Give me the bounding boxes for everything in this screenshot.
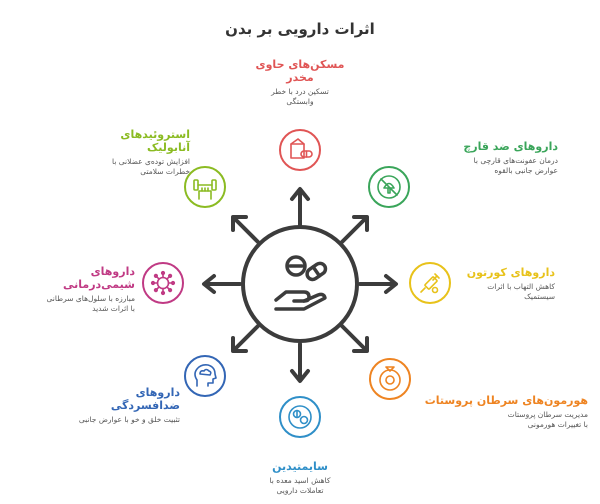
item-title-line: استروئیدهای [120, 128, 190, 141]
item-node-analgesic [279, 129, 321, 171]
item-description-line: خطرات سلامتی [140, 167, 190, 176]
pill-box-icon [290, 138, 313, 159]
item-title-line: مسکن‌های حاوی [255, 58, 345, 71]
syringe-icon [420, 273, 440, 294]
pills-in-hand-icon [274, 255, 328, 311]
item-circle [184, 355, 226, 397]
item-circle [184, 166, 226, 208]
item-description-line: مدیریت سرطان پروستات [507, 410, 588, 419]
item-description-line: با تغییرات هورمونی [527, 420, 588, 429]
item-title-line: سایمتیدین [272, 460, 328, 473]
item-label-prostate: هورمون‌های سرطان پروستات مدیریت سرطان پرو… [418, 394, 588, 430]
item-description-line: درمان عفونت‌های قارچی با [473, 156, 558, 165]
hormone-icon [379, 366, 401, 391]
center-hub [202, 187, 398, 383]
item-title-line: ضدافسردگی [110, 399, 180, 412]
item-description-line: سیستمیک [524, 292, 555, 301]
item-title: هورمون‌های سرطان پروستات [418, 394, 588, 407]
item-node-steroid [184, 166, 226, 208]
item-node-antacid [279, 396, 321, 438]
head-cloud-icon [194, 364, 217, 387]
item-title-line: هورمون‌های سرطان پروستات [424, 394, 588, 407]
tablets-icon [288, 405, 312, 429]
item-title-line: داروهای [90, 265, 135, 278]
item-circle [369, 358, 411, 400]
no-fungus-icon [377, 175, 401, 199]
item-description-line: کاهش اسید معده با [269, 476, 331, 485]
diagram-title: اثرات دارویی بر بدن [225, 20, 375, 38]
item-title-line: شیمی‌درمانی [63, 278, 135, 291]
item-title: داروهای کورتون [445, 266, 555, 279]
item-description: تثبیت خلق و خو با عوارض جانبی [55, 415, 180, 425]
item-node-prostate [369, 358, 411, 400]
item-description-line: با اثرات شدید [92, 304, 135, 313]
item-description-line: عوارض جانبی بالقوه [494, 166, 558, 175]
item-title-line: داروهای [135, 386, 180, 399]
arrows [202, 187, 398, 383]
item-description-line: تعاملات دارویی [276, 486, 324, 495]
item-description-line: تسکین درد با خطر [271, 87, 329, 96]
item-node-corticosteroid [409, 262, 451, 304]
item-title: داروهای ضد قارچ [418, 140, 558, 153]
item-description-line: وابستگی [286, 97, 314, 106]
item-title-line: مخدر [286, 71, 314, 84]
item-circle [279, 129, 321, 171]
dumbbell-hand-icon [193, 179, 217, 200]
item-circle [142, 262, 184, 304]
virus-cell-icon [150, 270, 176, 296]
item-title: سایمتیدین [200, 460, 400, 473]
item-title-line: داروهای ضد قارچ [463, 140, 558, 153]
item-circle [409, 262, 451, 304]
item-title-line: داروهای کورتون [466, 266, 555, 279]
item-description-line: مبارزه با سلول‌های سرطانی [46, 294, 135, 303]
item-node-chemo [142, 262, 184, 304]
item-description-line: تثبیت خلق و خو با عوارض جانبی [78, 415, 180, 424]
item-node-antifungal [368, 166, 410, 208]
item-node-antidepressant [184, 355, 226, 397]
item-title-line: آنابولیک [147, 141, 190, 154]
item-description-line: کاهش التهاب با اثرات [487, 282, 555, 291]
item-description-line: افزایش توده‌ی عضلانی با [112, 157, 190, 166]
